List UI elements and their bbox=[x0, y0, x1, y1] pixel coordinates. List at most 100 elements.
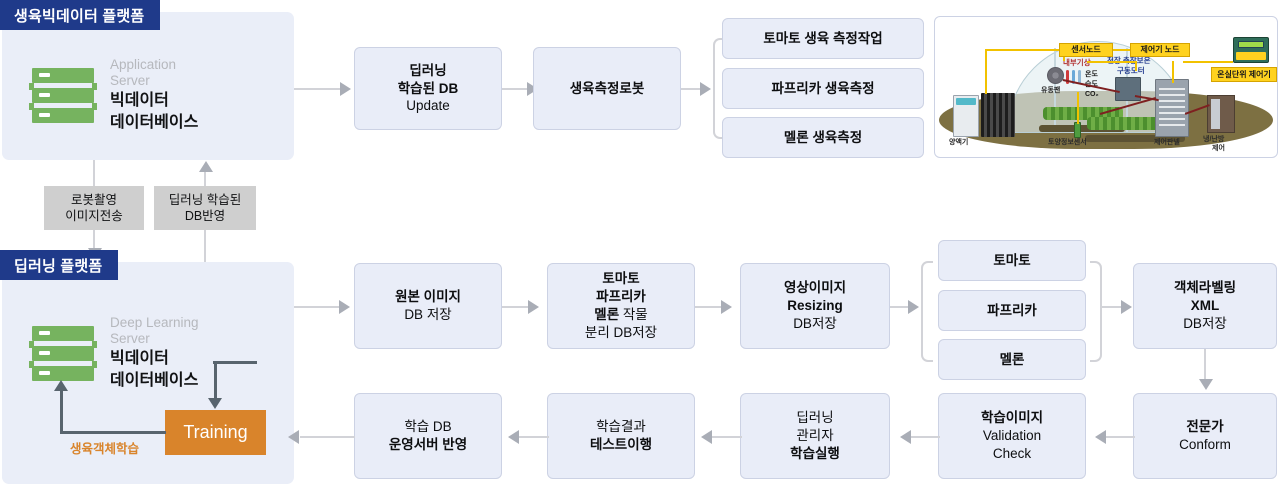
bigdata-server-row: Application Server 빅데이터 데이터베이스 bbox=[29, 57, 199, 132]
node-dl-manager-training-exec[interactable]: 딥러닝 관리자 학습실행 bbox=[740, 393, 890, 479]
node-dl-manager-line3: 학습실행 bbox=[790, 445, 840, 461]
bigdata-platform-title: 생육빅데이터 플랫폼 bbox=[0, 0, 161, 30]
caption-nutrient-supplier: 양액기 bbox=[949, 139, 969, 146]
node-training-image-validation-check[interactable]: 학습이미지 Validation Check bbox=[938, 393, 1086, 479]
dl-server-main-line1: 빅데이터 bbox=[110, 350, 169, 368]
db-to-training-arrow bbox=[208, 398, 222, 409]
caption-control-panel: 제어판넬 bbox=[1154, 139, 1180, 146]
bottom-flow-line-1-2 bbox=[1097, 436, 1135, 438]
node-growth-measure-robot[interactable]: 생육측정로봇 bbox=[533, 47, 681, 130]
node-paprika-growth-measure[interactable]: 파프리카 생육측정 bbox=[722, 68, 924, 109]
node-tomato-growth-measure-task-label: 토마토 생육 측정작업 bbox=[763, 30, 883, 46]
labeling-to-expert-line bbox=[1204, 349, 1206, 381]
node-image-resizing-db-save[interactable]: 영상이미지 Resizing DB저장 bbox=[740, 263, 890, 349]
node-expert-conform-line2: Conform bbox=[1179, 437, 1231, 452]
node-crop-melon[interactable]: 멜론 bbox=[938, 339, 1086, 380]
middle-flow-arrow-2-3 bbox=[721, 300, 732, 314]
deeplearning-platform-title-text: 딥러닝 플랫폼 bbox=[14, 257, 103, 275]
middle-flow-branch-bracket-right bbox=[1090, 261, 1102, 362]
middle-flow-arrow-branch-5 bbox=[1121, 300, 1132, 314]
control-panel-photo bbox=[1155, 79, 1189, 137]
top-flow-line-2-branch bbox=[681, 88, 705, 90]
training-loop-label: 생육객체학습 bbox=[70, 442, 140, 456]
caption-ceiling-side-insulation: 천장.측창보온 bbox=[1107, 57, 1150, 65]
bottom-flow-arrow-3-4 bbox=[701, 430, 712, 444]
node-validation-line2: Validation bbox=[982, 428, 1042, 444]
network-wire-panel-drop bbox=[1172, 61, 1174, 83]
thermometer-icon-1 bbox=[1066, 70, 1069, 84]
node-melon-growth-measure[interactable]: 멜론 생육측정 bbox=[722, 117, 924, 158]
server-stack-icon bbox=[29, 325, 97, 381]
node-object-labeling-line1: 객체라벨링 bbox=[1173, 280, 1237, 296]
bigdata-server-main-line1: 빅데이터 bbox=[110, 92, 169, 110]
caption-internal-weather: 내부기상 bbox=[1063, 58, 1091, 67]
node-crop-split-line3b: 작물 bbox=[619, 307, 648, 322]
bottom-flow-line-2-3 bbox=[902, 436, 940, 438]
middle-flow-line-2-3 bbox=[695, 306, 724, 308]
top-flow-entry-line bbox=[294, 88, 342, 90]
middle-flow-entry-line bbox=[294, 306, 340, 308]
bottom-flow-exit-line bbox=[300, 436, 355, 438]
caption-soil-sensor: 토양정보센서 bbox=[1048, 139, 1087, 146]
node-training-db-deploy[interactable]: 학습 DB 운영서버 반영 bbox=[354, 393, 502, 479]
caption-circulation-fan: 유동팬 bbox=[1041, 87, 1061, 94]
top-flow-arrow-1-2 bbox=[527, 82, 538, 96]
node-resizing-line1: 영상이미지 bbox=[783, 280, 847, 296]
middle-flow-line-3-branch bbox=[890, 306, 912, 308]
node-resizing-line3: DB저장 bbox=[793, 315, 837, 331]
caption-drive-motor: 구동모터 bbox=[1117, 66, 1145, 75]
thermometer-icon-2 bbox=[1072, 70, 1075, 84]
node-deeplearning-db-update[interactable]: 딥러닝 학습된 DB Update bbox=[354, 47, 502, 130]
greenhouse-crop-row-1 bbox=[1043, 107, 1123, 120]
top-flow-branch-arrow bbox=[700, 82, 711, 96]
deeplearning-server-text: Deep Learning Server 빅데이터 데이터베이스 bbox=[110, 315, 199, 390]
training-loop-arrow bbox=[54, 380, 68, 391]
network-wire-ctrl-to-device bbox=[1183, 61, 1233, 63]
node-crop-melon-label: 멜론 bbox=[999, 351, 1025, 367]
node-dl-manager-line2: 관리자 bbox=[796, 428, 834, 444]
labeling-to-expert-arrow bbox=[1199, 379, 1213, 390]
middle-flow-arrow-1-2 bbox=[528, 300, 539, 314]
tag-sensor-node: 센서노드 bbox=[1059, 43, 1113, 57]
robot-capture-line-bottom bbox=[93, 230, 95, 250]
drive-motor-photo bbox=[1115, 77, 1141, 101]
top-flow-line-1-2 bbox=[502, 88, 530, 90]
bigdata-server-main-line2: 데이터베이스 bbox=[110, 114, 199, 132]
node-original-image-db-save[interactable]: 원본 이미지 DB 저장 bbox=[354, 263, 502, 349]
greenhouse-system-image: 양액기 유동팬 토양정보센서 내부기상 온도 습도 CO₂ 천장.측창보온 구동… bbox=[934, 16, 1278, 158]
tag-controller-node: 제어기 노드 bbox=[1130, 43, 1190, 57]
deeplearning-server-row: Deep Learning Server 빅데이터 데이터베이스 bbox=[29, 315, 199, 390]
db-reflect-line2: DB반영 bbox=[184, 209, 226, 223]
db-reflect-arrow bbox=[199, 161, 213, 172]
node-expert-conform[interactable]: 전문가 Conform bbox=[1133, 393, 1277, 479]
network-wire-left-drop bbox=[985, 49, 987, 94]
node-object-labeling-xml[interactable]: 객체라벨링 XML DB저장 bbox=[1133, 263, 1277, 349]
bottom-flow-arrow-4-5 bbox=[508, 430, 519, 444]
bigdata-platform-panel bbox=[2, 12, 294, 160]
caption-hvac-control-line2: 제어 bbox=[1212, 145, 1225, 152]
node-crop-paprika[interactable]: 파프리카 bbox=[938, 290, 1086, 331]
top-flow-branch-bracket bbox=[713, 38, 725, 139]
node-crop-tomato[interactable]: 토마토 bbox=[938, 240, 1086, 281]
node-crop-tomato-label: 토마토 bbox=[993, 252, 1031, 268]
node-crop-split-line3a: 멜론 bbox=[594, 307, 620, 322]
node-training-result-test[interactable]: 학습결과 테스트이행 bbox=[547, 393, 695, 479]
node-paprika-growth-measure-label: 파프리카 생육측정 bbox=[771, 80, 875, 96]
node-dl-db-update-line1: 딥러닝 bbox=[409, 62, 447, 78]
db-to-training-line-v bbox=[214, 361, 217, 399]
dl-server-sub-line1: Deep Learning bbox=[110, 315, 199, 330]
bottom-flow-exit-arrow bbox=[288, 430, 299, 444]
training-loop-line-h bbox=[60, 431, 166, 434]
tag-greenhouse-unit-controller: 온실단위 제어기 bbox=[1211, 67, 1277, 82]
dl-server-main-line2: 데이터베이스 bbox=[110, 372, 199, 390]
node-crop-split-db-save[interactable]: 토마토 파프리카 멜론 작물 분리 DB저장 bbox=[547, 263, 695, 349]
middle-flow-entry-arrow bbox=[339, 300, 350, 314]
node-validation-line1: 학습이미지 bbox=[980, 410, 1044, 426]
db-reflect-label: 딥러닝 학습된 DB반영 bbox=[154, 186, 256, 230]
node-dl-db-update-line3: Update bbox=[406, 98, 450, 114]
node-tomato-growth-measure-task[interactable]: 토마토 생육 측정작업 bbox=[722, 18, 924, 59]
training-block[interactable]: Training bbox=[165, 410, 266, 455]
caption-hvac-control-line1: 냉/난방 bbox=[1203, 136, 1225, 143]
robot-capture-line2: 이미지전송 bbox=[65, 209, 123, 223]
middle-flow-line-1-2 bbox=[502, 306, 531, 308]
